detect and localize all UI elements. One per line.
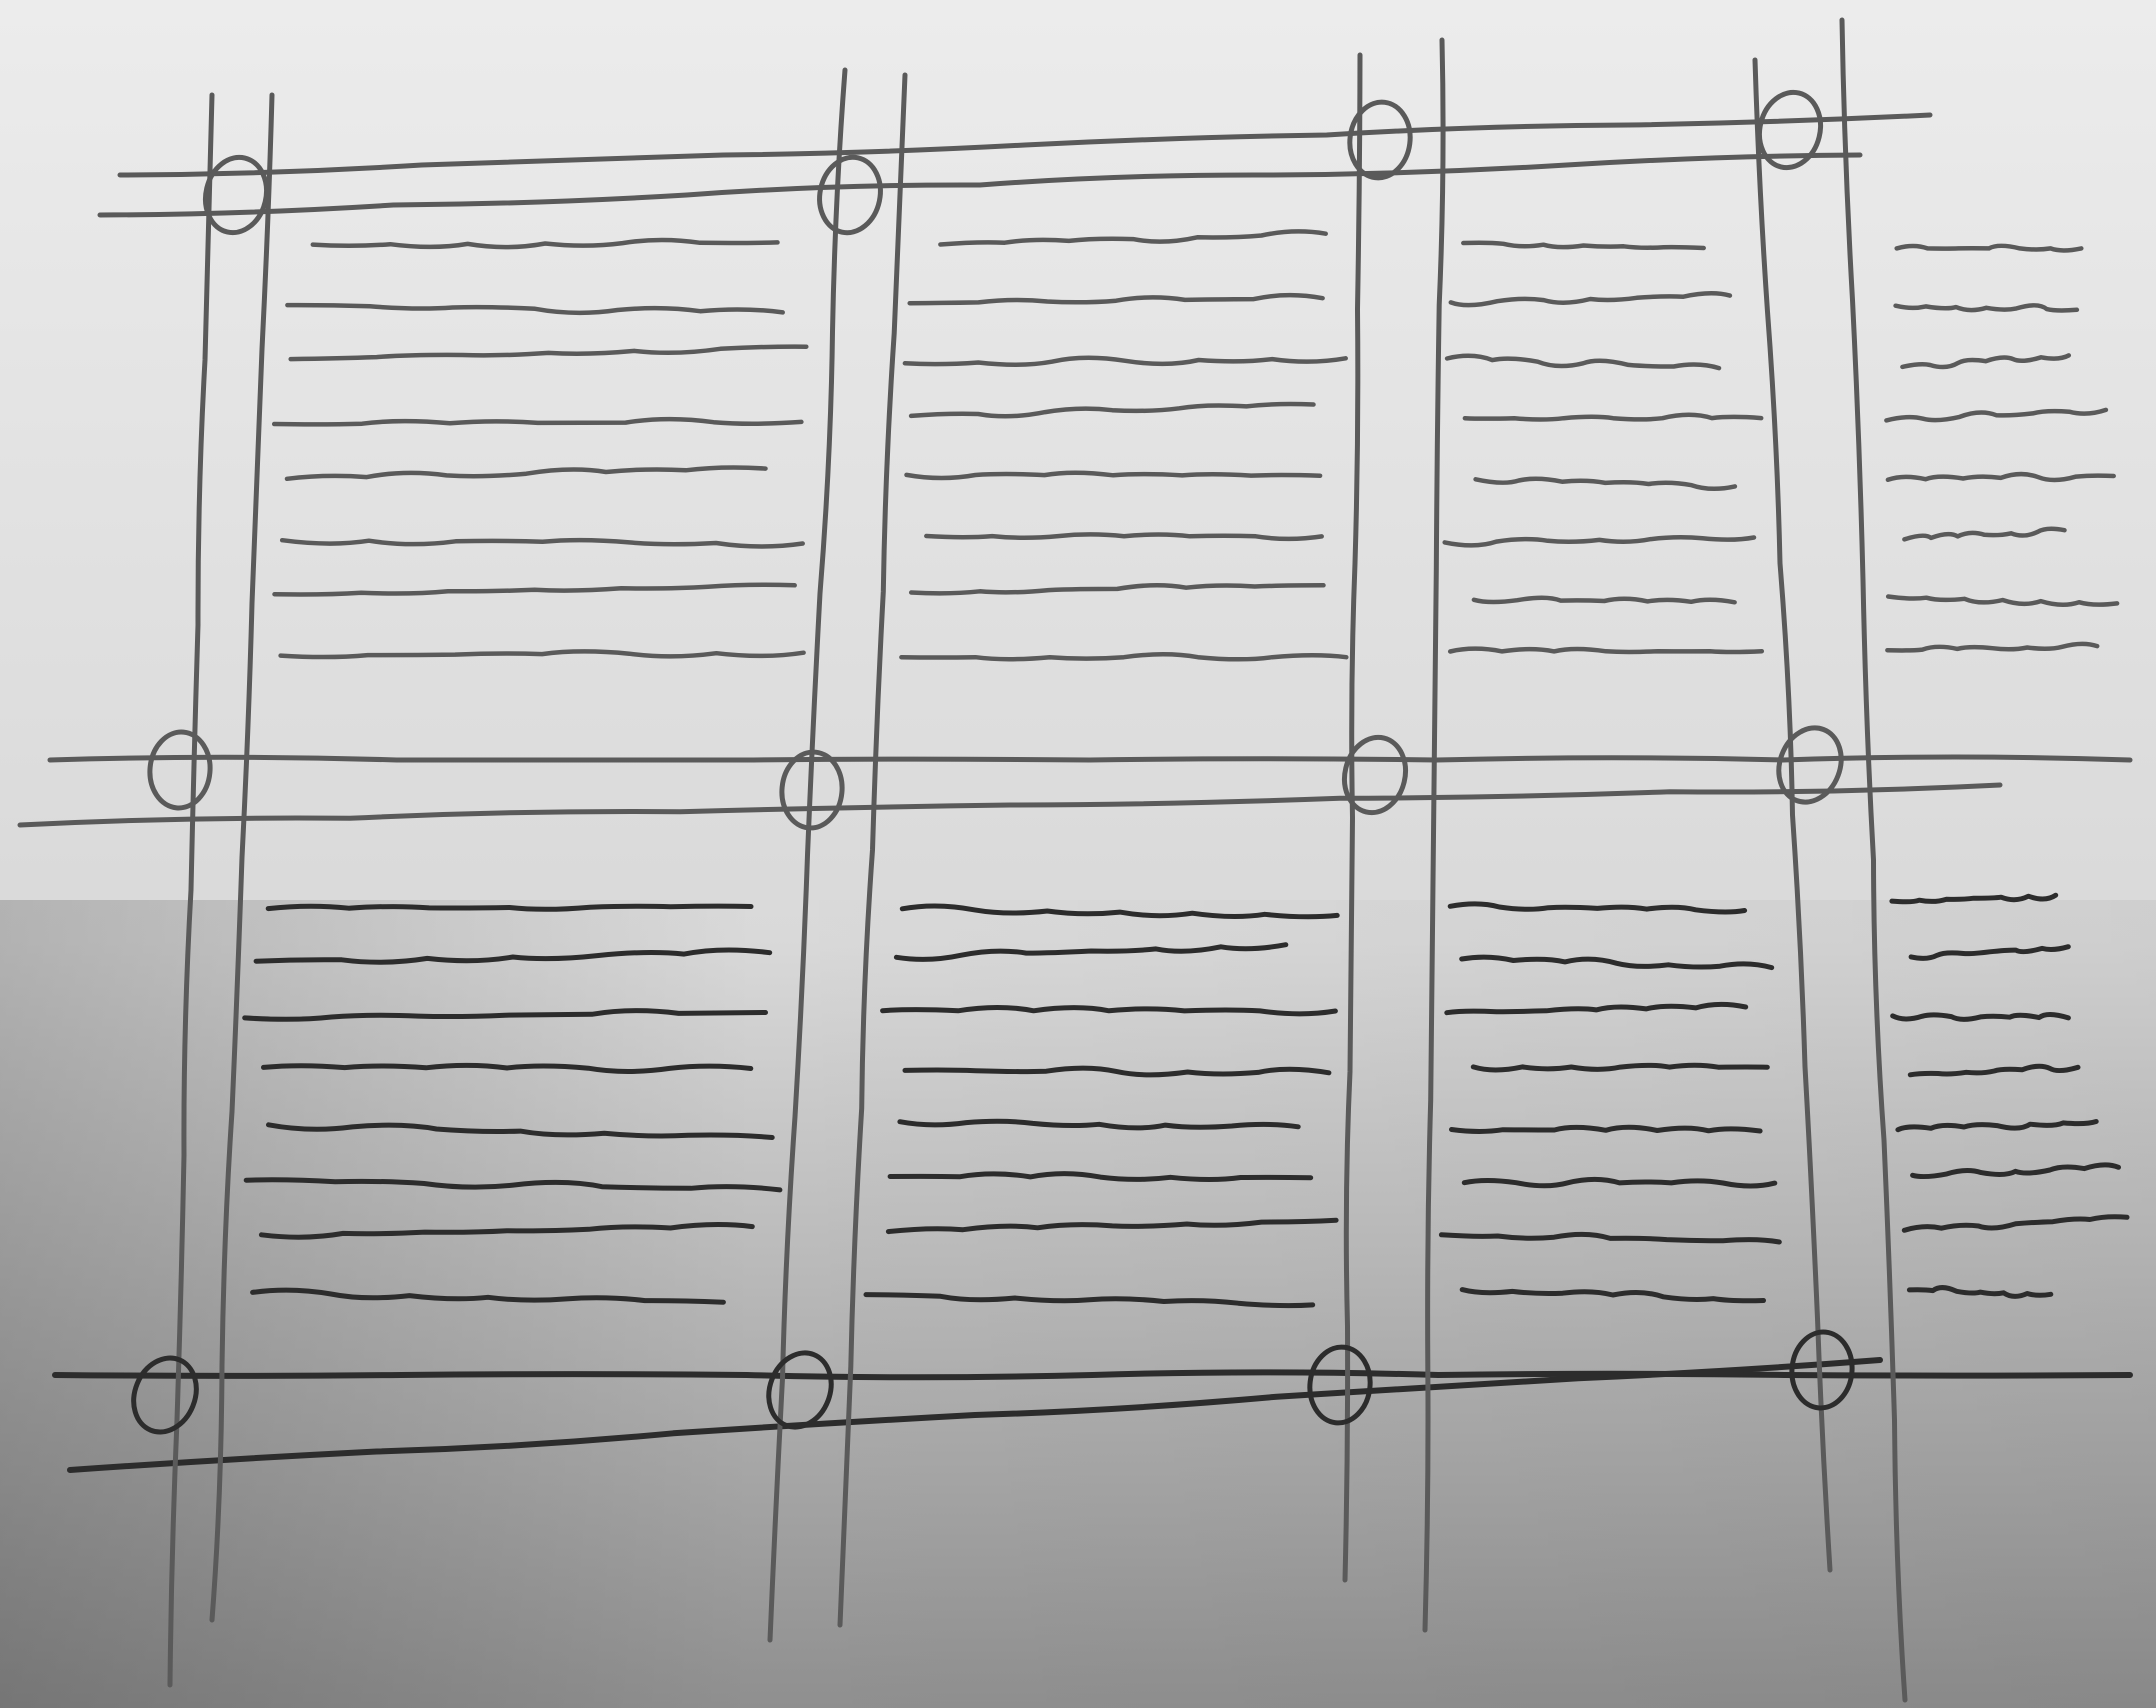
hatch-line xyxy=(268,906,751,909)
hatch-line xyxy=(1893,1014,2069,1019)
hatch-line xyxy=(926,534,1321,539)
hatch-line xyxy=(1473,1065,1767,1070)
paper-shadow xyxy=(0,900,2156,1708)
